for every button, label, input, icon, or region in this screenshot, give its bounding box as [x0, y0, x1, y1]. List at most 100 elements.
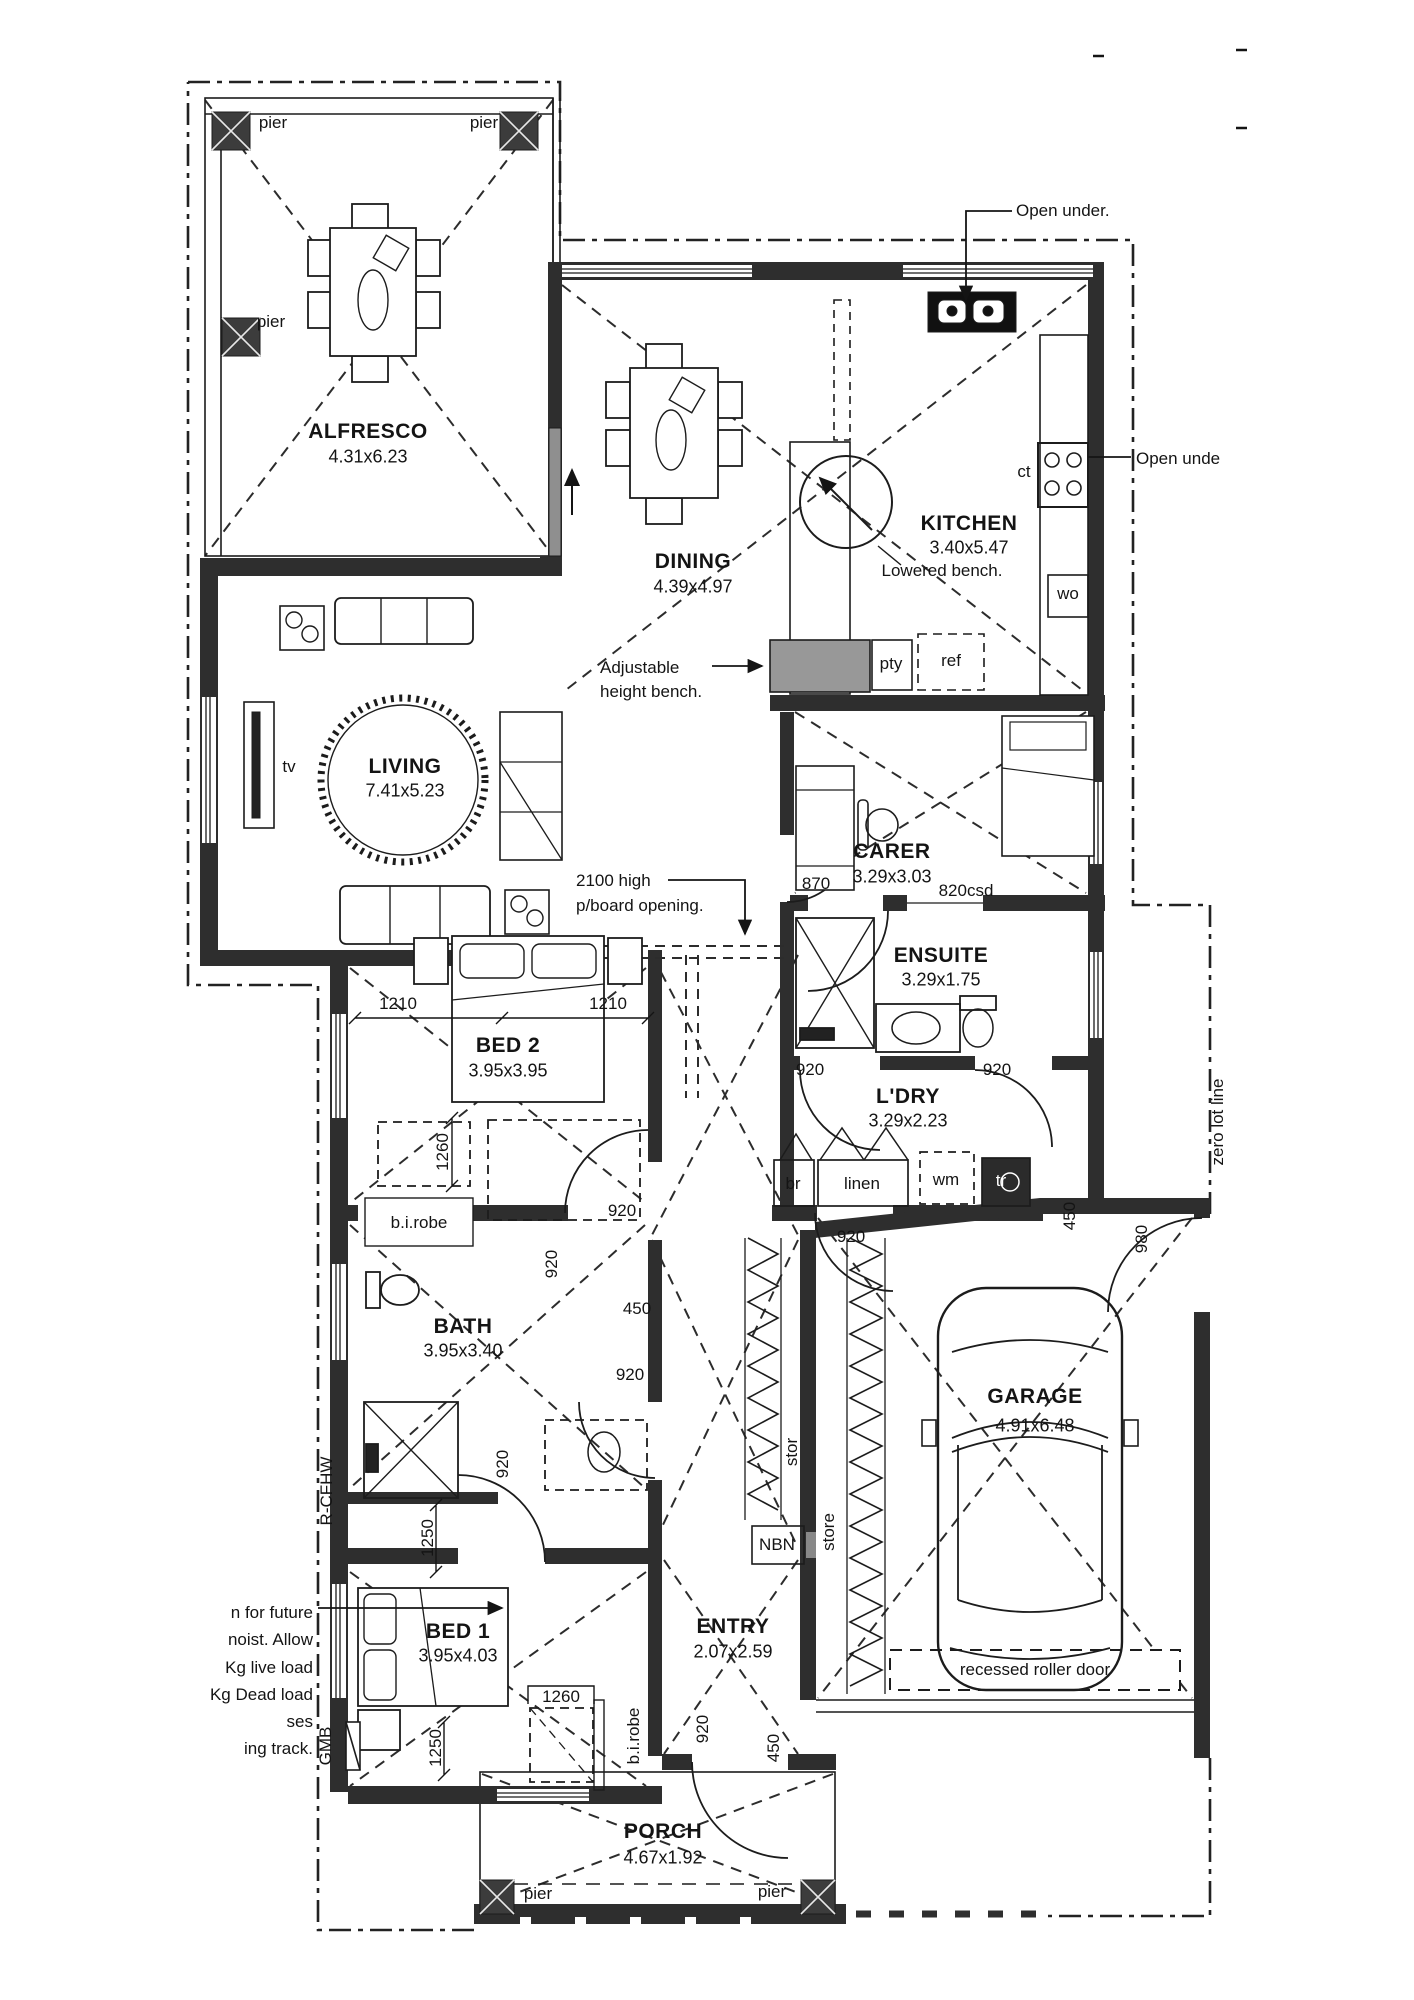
pantry-label: pty — [879, 654, 903, 673]
room-label-porch: PORCH — [623, 1820, 703, 1843]
hoist-note-line: Kg live load — [225, 1658, 313, 1677]
pier-label: pier — [469, 113, 499, 132]
washing-machine-label: wm — [932, 1170, 960, 1189]
room-label-living: LIVING — [368, 755, 442, 778]
room-dims-porch: 4.67x1.92 — [623, 1847, 703, 1868]
porch-band-detail — [520, 1910, 1045, 1925]
birobe-box — [364, 1197, 474, 1247]
room-dims-garage: 4.91x6.48 — [995, 1415, 1075, 1436]
store-label: store — [819, 1513, 838, 1551]
sofa — [334, 597, 474, 645]
pboard-note: 2100 high — [576, 871, 651, 890]
bed2-furniture — [364, 935, 643, 1247]
broom-cupboard — [773, 1159, 815, 1207]
dining-table — [605, 343, 743, 525]
room-dims-entry: 2.07x2.59 — [693, 1641, 773, 1662]
dim-920: 920 — [795, 1060, 825, 1079]
linen-label: linen — [844, 1174, 880, 1193]
cooktop-icon — [1037, 442, 1089, 508]
storage — [744, 1237, 886, 1694]
room-label-ldry: L'DRY — [876, 1085, 940, 1108]
room-label-bath: BATH — [433, 1315, 493, 1338]
pier-label: pier — [523, 1884, 553, 1903]
room-dims-living: 7.41x5.23 — [365, 780, 445, 801]
desk — [795, 765, 855, 891]
lowered-bench-note: Lowered bench. — [881, 561, 1003, 580]
hoist-note-line: Kg Dead load — [209, 1685, 313, 1704]
tv-label: tv — [282, 757, 296, 776]
dim-920: 920 — [607, 1201, 637, 1220]
rcfhw-note: R-CFHW — [317, 1456, 336, 1526]
hoist-note-line: noist. Allow — [227, 1630, 313, 1649]
pboard-note-2: p/board opening. — [576, 896, 704, 915]
dim-1250: 1250 — [418, 1519, 437, 1557]
bath-fitout — [363, 1271, 648, 1499]
vanity-dashed — [544, 1419, 648, 1491]
adjustable-bench-note: Adjustable — [600, 658, 680, 677]
broom-label: br — [785, 1174, 801, 1193]
toilet-icon — [959, 995, 997, 1011]
dim-1260: 1260 — [542, 1687, 580, 1706]
ensuite-fitout — [795, 917, 997, 1053]
pier-label: pier — [757, 1882, 787, 1901]
dim-870: 870 — [801, 874, 831, 893]
dim-1210: 1210 — [379, 994, 417, 1013]
sliding-door-panel — [548, 427, 562, 557]
room-dims-bed2: 3.95x3.95 — [468, 1060, 548, 1081]
callout-circle — [799, 455, 893, 549]
windows — [202, 265, 1102, 1801]
dim-450: 450 — [1060, 1201, 1079, 1231]
gmb-box — [345, 1721, 361, 1771]
piers — [211, 111, 836, 1915]
dim-920: 920 — [982, 1060, 1012, 1079]
leader-lines — [318, 48, 1247, 1616]
kitchen-fitout — [769, 291, 1089, 696]
stor-label: stor — [782, 1437, 801, 1467]
cooktop-label: ct — [1017, 462, 1031, 481]
desk-chair — [857, 799, 869, 851]
pier-label: pier — [258, 113, 288, 132]
roller-door-note: recessed roller door — [959, 1660, 1111, 1679]
room-dims-alfresco: 4.31x6.23 — [328, 446, 408, 467]
garage-fitout — [816, 1286, 1194, 1713]
room-label-bed2: BED 2 — [475, 1034, 541, 1057]
zero-lot-line-note: zero lot line — [1208, 1078, 1227, 1166]
dim-1210: 1210 — [589, 994, 627, 1013]
dim-980: 980 — [1132, 1224, 1151, 1254]
side-cabinet — [279, 605, 325, 651]
room-dims-bed1: 3.95x4.03 — [418, 1645, 498, 1666]
pantry-box — [871, 639, 913, 691]
gmb-note: GMB — [316, 1726, 335, 1766]
birobe-label-2: b.i.robe — [624, 1707, 643, 1765]
room-label-alfresco: ALFRESCO — [308, 420, 428, 443]
room-label-bed1: BED 1 — [425, 1620, 491, 1643]
adjustable-bench-note-2: height bench. — [600, 682, 703, 701]
adjustable-bench — [769, 639, 871, 693]
room-label-garage: GARAGE — [987, 1385, 1083, 1408]
dim-920: 920 — [836, 1227, 866, 1246]
room-dims-dining: 4.39x4.97 — [653, 576, 733, 597]
toilet-tank — [365, 1271, 381, 1309]
hoist-note-line: n for future — [230, 1603, 313, 1622]
room-dims-ensuite: 3.29x1.75 — [901, 969, 981, 990]
dim-1250: 1250 — [426, 1729, 445, 1767]
oven-icon — [1047, 574, 1089, 618]
fridge-label: ref — [941, 651, 961, 670]
room-label-dining: DINING — [654, 550, 732, 573]
laundry-fitout — [773, 1126, 1031, 1207]
open-under-note-2: Open unde — [1136, 449, 1221, 468]
carer-bed — [1001, 715, 1095, 857]
room-label-kitchen: KITCHEN — [920, 512, 1018, 535]
shower-2 — [363, 1401, 459, 1499]
birobe-label: b.i.robe — [390, 1213, 448, 1232]
shelving-zigzag — [746, 1237, 780, 1511]
hoist-note-line: ses — [286, 1712, 313, 1731]
room-dims-bath: 3.95x3.40 — [423, 1340, 503, 1361]
bed-2 — [451, 935, 605, 1103]
roller-door-box — [889, 1649, 1181, 1691]
cabinet — [499, 711, 563, 861]
wir-dashed — [487, 1119, 641, 1221]
ceiling-diagonals — [204, 99, 1193, 1907]
